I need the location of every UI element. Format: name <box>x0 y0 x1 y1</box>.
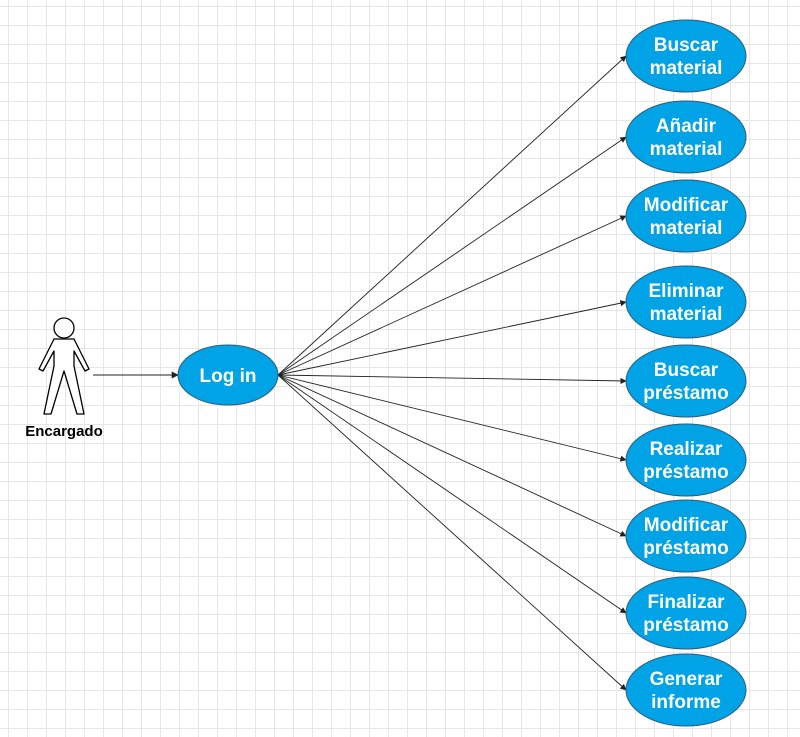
login-ellipse <box>177 344 279 406</box>
use-case-label-line2: préstamo <box>643 462 729 483</box>
actor-label: Encargado <box>25 423 103 440</box>
actor-icon <box>38 317 90 415</box>
use-case-ellipse <box>625 179 747 253</box>
use-case-label-line2: préstamo <box>643 538 729 559</box>
connector-2 <box>277 136 627 376</box>
use-case-label-line1: Finalizar <box>647 592 725 613</box>
use-case-ellipse <box>625 344 747 418</box>
use-case-label-line2: informe <box>651 692 721 713</box>
use-case-label-line1: Buscar <box>654 35 719 56</box>
connector-1 <box>277 55 627 376</box>
use-case-label-line1: Añadir <box>656 116 717 137</box>
use-case-label-line1: Buscar <box>654 360 719 381</box>
connector-6 <box>277 374 627 462</box>
connector-5 <box>277 374 627 385</box>
use-case-ellipse <box>625 653 747 727</box>
use-case-label-line2: préstamo <box>643 615 729 636</box>
use-case-label-line2: préstamo <box>643 383 729 404</box>
use-case-label-line1: Eliminar <box>649 281 725 302</box>
use-case-label-line1: Modificar <box>644 195 729 216</box>
use-case-label-line1: Generar <box>650 669 723 690</box>
login-label: Log in <box>200 366 257 387</box>
connector-7 <box>277 374 627 537</box>
use-case-label-line2: material <box>650 58 723 79</box>
use-case-label-line1: Realizar <box>650 439 723 460</box>
use-case-label-line1: Modificar <box>644 515 729 536</box>
use-case-ellipse <box>625 100 747 174</box>
use-case-ellipse <box>625 576 747 650</box>
use-case-label-line2: material <box>650 218 723 239</box>
use-cases: BuscarmaterialAñadirmaterialModificarmat… <box>625 19 747 727</box>
connector-4 <box>277 300 627 376</box>
use-case-ellipse <box>625 19 747 93</box>
use-case-ellipse <box>625 423 747 497</box>
connector-9 <box>277 374 627 691</box>
use-case-label-line2: material <box>650 304 723 325</box>
connectors <box>277 55 627 691</box>
actor: Encargado <box>25 317 103 440</box>
use-case-label-line2: material <box>650 139 723 160</box>
connector-8 <box>277 374 627 614</box>
use-case-ellipse <box>625 265 747 339</box>
use-case-ellipse <box>625 499 747 573</box>
login-use-case[interactable]: Log in <box>177 344 279 406</box>
connector-3 <box>277 215 627 376</box>
